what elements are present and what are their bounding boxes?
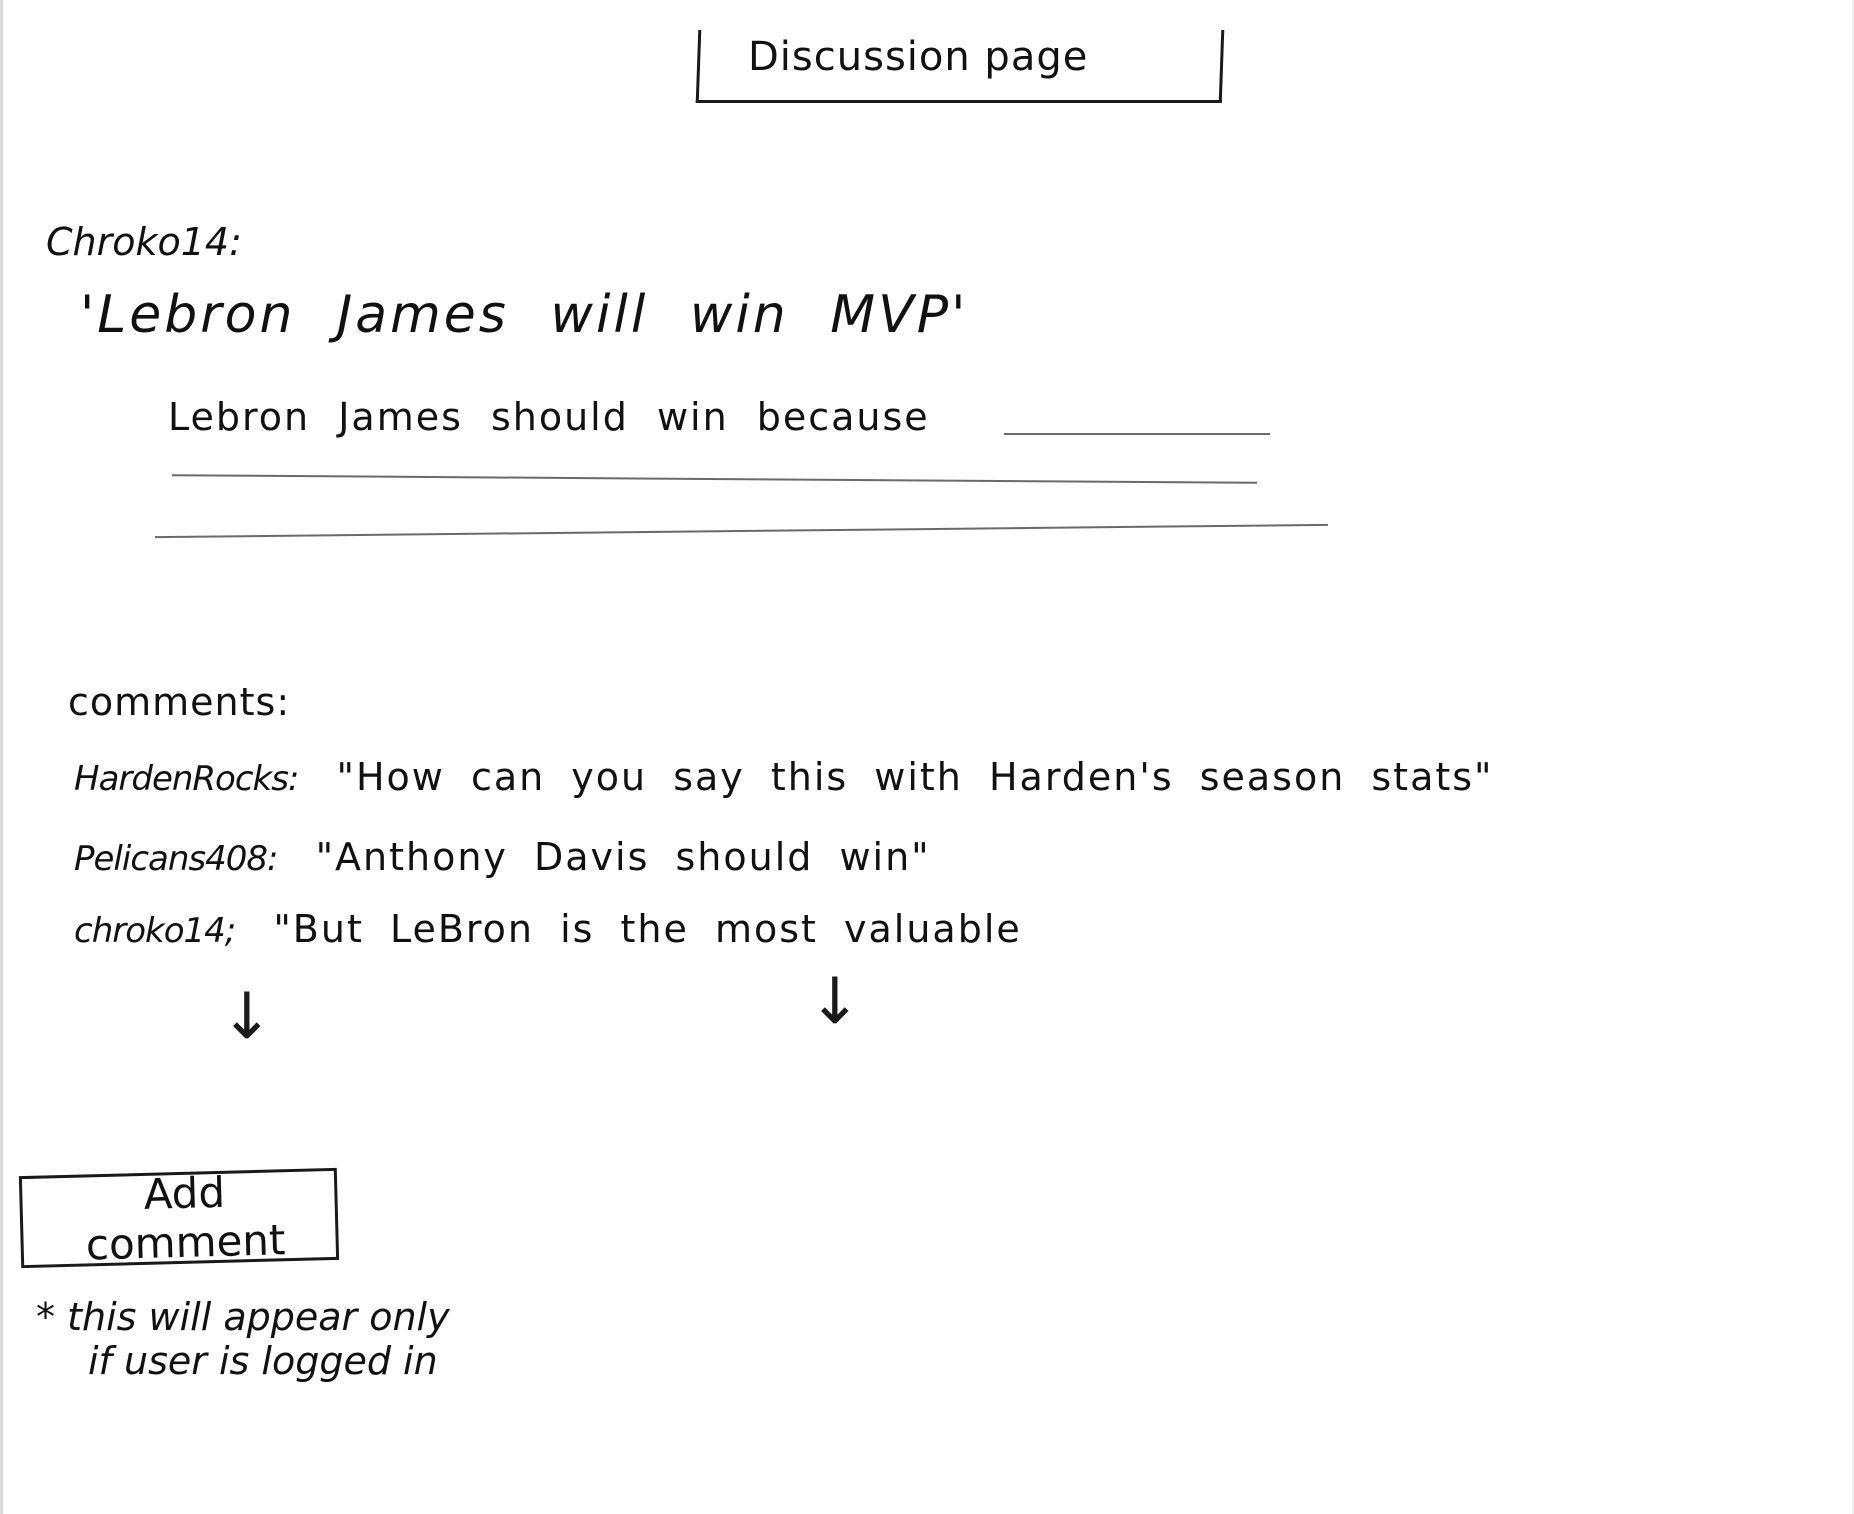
comments-heading: comments: [68,680,291,724]
page-edge-left [0,0,3,1514]
comment-text: "Anthony Davis should win" [315,835,931,879]
post-body-placeholder-line [172,474,1257,484]
comment-text: "How can you say this with Harden's seas… [336,755,1494,799]
comment-item: chroko14; "But LeBron is the most valuab… [74,907,1022,951]
comment-item: HardenRocks: "How can you say this with … [74,755,1494,799]
down-arrow-icon: ↓ [808,965,862,1039]
comment-username[interactable]: Pelicans408: [74,839,278,879]
page-edge-right [1852,0,1854,1514]
add-comment-note: * this will appear only if user is logge… [36,1295,450,1383]
post-body: Lebron James should win because [168,395,930,439]
post-body-placeholder-line [155,523,1328,539]
add-comment-button[interactable]: Add comment [18,1168,340,1269]
comment-text: "But LeBron is the most valuable [273,907,1022,951]
post-title: 'Lebron James will win MVP' [80,285,969,345]
post-author: Chroko14: [46,220,242,264]
comment-item: Pelicans408: "Anthony Davis should win" [74,835,931,879]
post-body-placeholder-line [1004,433,1270,435]
down-arrow-icon: ↓ [220,980,274,1054]
page-title: Discussion page [748,34,1089,80]
add-comment-note-line: * this will appear only [36,1295,450,1339]
comment-username[interactable]: chroko14; [74,911,236,951]
comment-username[interactable]: HardenRocks: [74,759,299,799]
add-comment-note-line: if user is logged in [88,1338,438,1383]
